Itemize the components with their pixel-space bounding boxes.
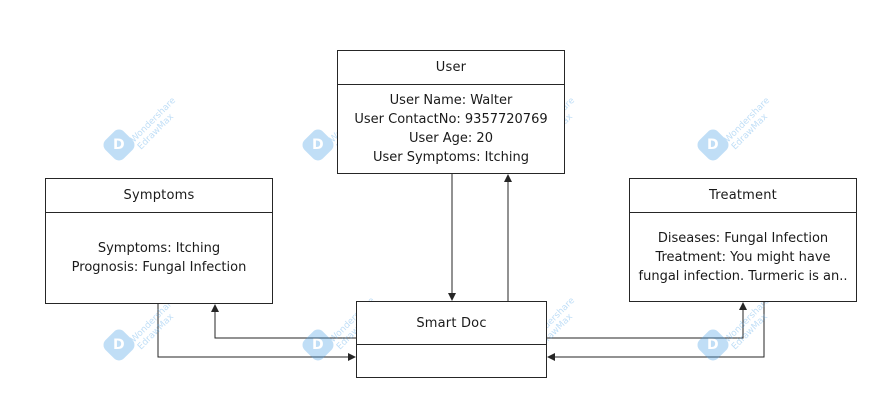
symptoms-entity-attributes: Symptoms: Itching Prognosis: Fungal Infe… — [46, 213, 272, 303]
treatment-entity-title: Treatment — [630, 179, 856, 213]
symptoms-entity-title: Symptoms — [46, 179, 272, 213]
symptoms-attribute: Prognosis: Fungal Infection — [71, 260, 247, 275]
user-attribute: User Age: 20 — [409, 131, 493, 146]
user-entity-attributes: User Name: Walter User ContactNo: 935772… — [338, 85, 564, 173]
connector-smartdoc-to-treatment — [547, 302, 747, 339]
treatment-attribute: Diseases: Fungal Infection — [657, 230, 829, 246]
treatment-attribute: fungal infection. Turmeric is an.. — [638, 268, 848, 284]
user-entity-box[interactable]: User User Name: Walter User ContactNo: 9… — [337, 50, 565, 174]
user-entity-title: User — [338, 51, 564, 85]
treatment-entity-attributes: Diseases: Fungal Infection Treatment: Yo… — [630, 213, 856, 301]
user-attribute: User Name: Walter — [389, 93, 513, 108]
symptoms-entity-box[interactable]: Symptoms Symptoms: Itching Prognosis: Fu… — [45, 178, 273, 304]
smartdoc-entity-box[interactable]: Smart Doc — [356, 301, 547, 378]
connector-smartdoc-to-symptoms — [211, 304, 356, 339]
user-attribute: User Symptoms: Itching — [372, 150, 530, 165]
smartdoc-entity-title: Smart Doc — [357, 302, 546, 345]
treatment-entity-box[interactable]: Treatment Diseases: Fungal Infection Tre… — [629, 178, 857, 302]
user-attribute: User ContactNo: 9357720769 — [354, 112, 548, 127]
treatment-attribute: Treatment: You might have — [655, 249, 831, 265]
connector-treatment-to-smartdoc — [547, 302, 765, 361]
symptoms-attribute: Symptoms: Itching — [97, 241, 221, 256]
connector-symptoms-to-smartdoc — [157, 304, 356, 361]
